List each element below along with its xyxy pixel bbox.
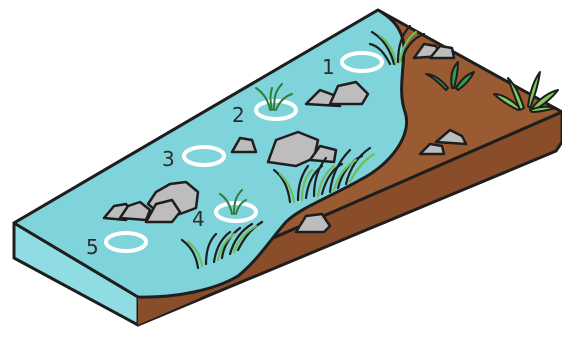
site-label-2: 2 xyxy=(232,103,245,127)
site-label-1: 1 xyxy=(322,55,335,79)
site-label-5: 5 xyxy=(86,235,99,259)
site-label-4: 4 xyxy=(192,207,205,231)
site-label-3: 3 xyxy=(162,147,175,171)
